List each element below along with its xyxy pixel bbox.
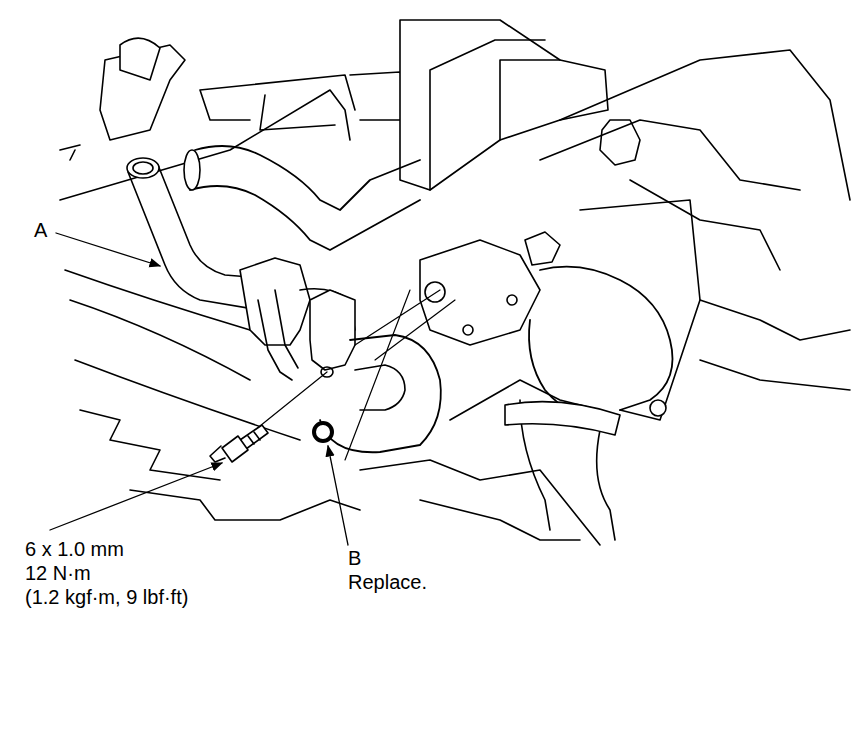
hose-end xyxy=(184,150,200,190)
clamp-screw xyxy=(650,400,666,416)
bracket xyxy=(420,240,540,345)
bolt-hole xyxy=(463,325,473,335)
flange-bolt xyxy=(210,372,327,462)
assembly-line xyxy=(345,290,455,460)
bolt-hole xyxy=(507,295,517,305)
engine-block xyxy=(60,20,850,545)
callout-letter: B xyxy=(347,546,362,570)
upper-hose xyxy=(190,186,420,250)
nut xyxy=(525,232,560,265)
leader-line xyxy=(328,446,348,545)
hose-clamp xyxy=(505,402,620,435)
hose xyxy=(320,335,441,452)
o-ring xyxy=(314,423,332,441)
water-pipe xyxy=(127,158,355,380)
leader-line xyxy=(56,233,160,266)
note-text: Replace. xyxy=(347,570,428,594)
torque-value: 12 N·m xyxy=(24,561,92,585)
bolt-hole xyxy=(425,282,445,302)
upper-hose xyxy=(195,146,420,210)
leader-line xyxy=(50,463,222,530)
hose xyxy=(355,365,405,410)
bolt-size: 6 x 1.0 mm xyxy=(24,537,125,561)
radiator-hose xyxy=(540,267,673,410)
torque-value: (1.2 kgf·m, 9 lbf·ft) xyxy=(24,585,189,609)
callout-letter: A xyxy=(33,218,48,242)
